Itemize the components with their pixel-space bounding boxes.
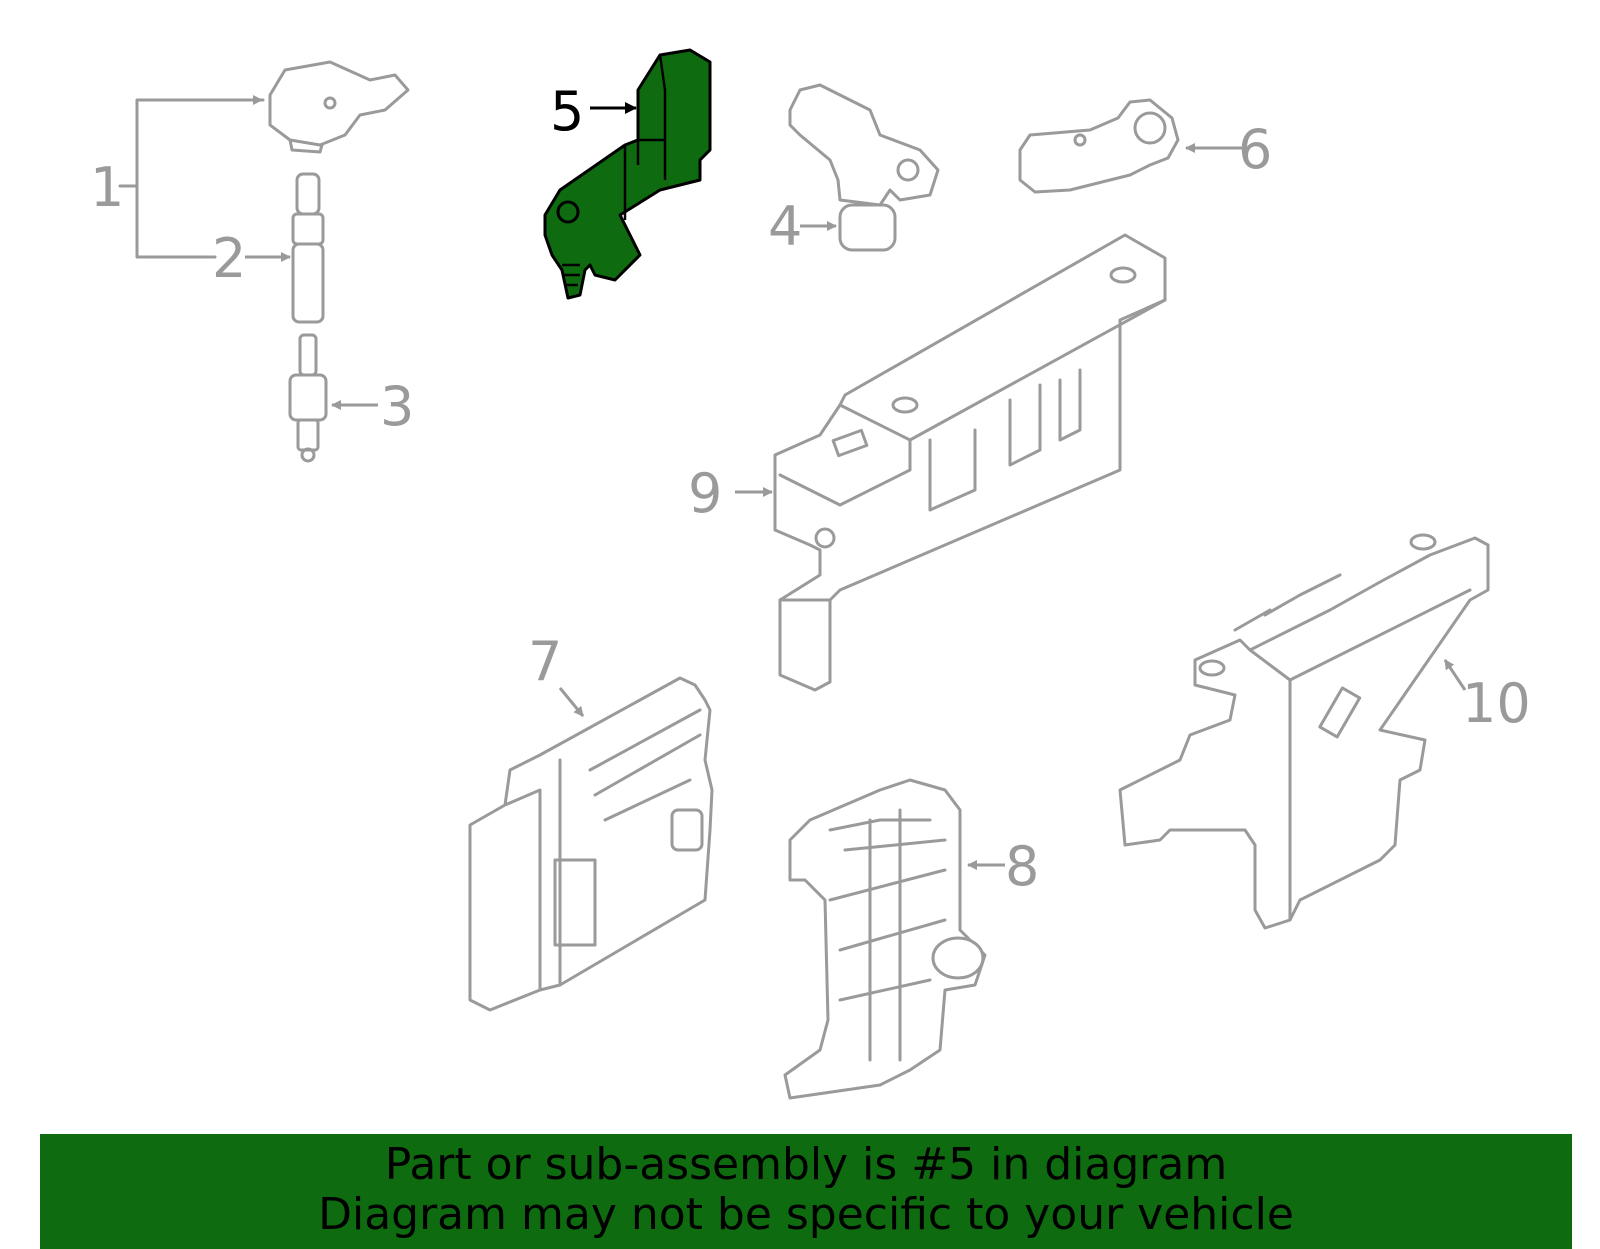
banner-line-part: Part or sub-assembly is #5 in diagram (384, 1139, 1228, 1190)
part-4-sensor[interactable] (788, 83, 940, 252)
part-1-ignition-coil[interactable] (118, 60, 410, 259)
part-8-bracket[interactable] (783, 778, 1005, 1100)
part-6-sensor[interactable] (1018, 98, 1250, 194)
callout-5: 5 (550, 80, 584, 143)
part-10-bracket[interactable] (1118, 533, 1490, 930)
part-7-control-module[interactable] (468, 676, 714, 1012)
part-3-spark-plug[interactable] (288, 333, 378, 463)
callout-8: 8 (1005, 835, 1039, 898)
part-2-coil-rod[interactable] (245, 172, 325, 324)
part-9-mounting-bracket[interactable] (735, 233, 1167, 692)
part-5-highlighted-sensor[interactable] (543, 48, 712, 300)
callout-6: 6 (1238, 118, 1272, 181)
banner-line-disclaimer: Diagram may not be specific to your vehi… (318, 1189, 1294, 1240)
callout-4: 4 (768, 195, 802, 258)
callout-2: 2 (212, 227, 246, 290)
callout-10: 10 (1462, 672, 1531, 735)
callout-7: 7 (528, 630, 562, 693)
callout-3: 3 (380, 375, 414, 438)
callout-1: 1 (90, 156, 124, 219)
info-banner: Part or sub-assembly is #5 in diagram Di… (40, 1134, 1572, 1249)
callout-9: 9 (688, 462, 722, 525)
